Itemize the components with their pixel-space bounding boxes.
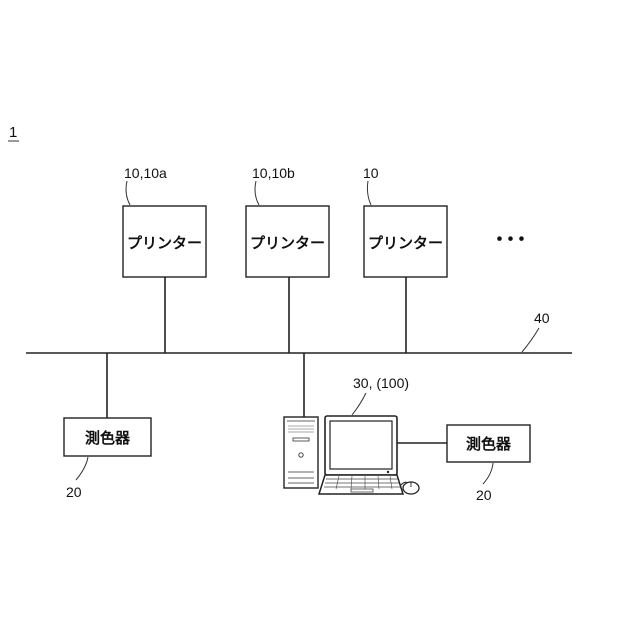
laptop-icon (319, 416, 403, 494)
more-printers-ellipsis: ･･･ (494, 228, 527, 253)
network-leader (522, 328, 539, 352)
printer-1-ref: 10,10a (124, 165, 167, 181)
colorimeter-left: 測色器 20 (64, 353, 151, 500)
colorimeter-left-label: 測色器 (85, 429, 131, 447)
printer-1-label: プリンター (127, 234, 202, 252)
figure-number: 1 (9, 124, 17, 141)
colorimeter-right-label: 測色器 (466, 435, 512, 453)
colorimeter-right-ref: 20 (476, 487, 492, 503)
mouse-icon (401, 482, 419, 494)
computer-leader (352, 393, 366, 415)
printer-1: 10,10a プリンター (123, 165, 206, 353)
colorimeter-left-leader (76, 457, 88, 480)
colorimeter-left-ref: 20 (66, 484, 82, 500)
printer-2: 10,10b プリンター (246, 165, 329, 353)
computer-ref: 30, (100) (353, 375, 409, 391)
printer-2-leader (255, 181, 259, 205)
printer-3: 10 プリンター (363, 165, 447, 353)
printer-3-leader (367, 181, 371, 205)
network-ref: 40 (534, 310, 550, 326)
printer-3-ref: 10 (363, 165, 379, 181)
colorimeter-right-leader (483, 463, 493, 484)
network-bus: 40 (26, 310, 572, 353)
printer-1-leader (126, 181, 130, 205)
desktop-tower-icon (284, 417, 318, 488)
computer: 30, (100) (284, 353, 419, 494)
printer-2-ref: 10,10b (252, 165, 295, 181)
printer-2-label: プリンター (250, 234, 325, 252)
printer-3-label: プリンター (368, 234, 443, 252)
